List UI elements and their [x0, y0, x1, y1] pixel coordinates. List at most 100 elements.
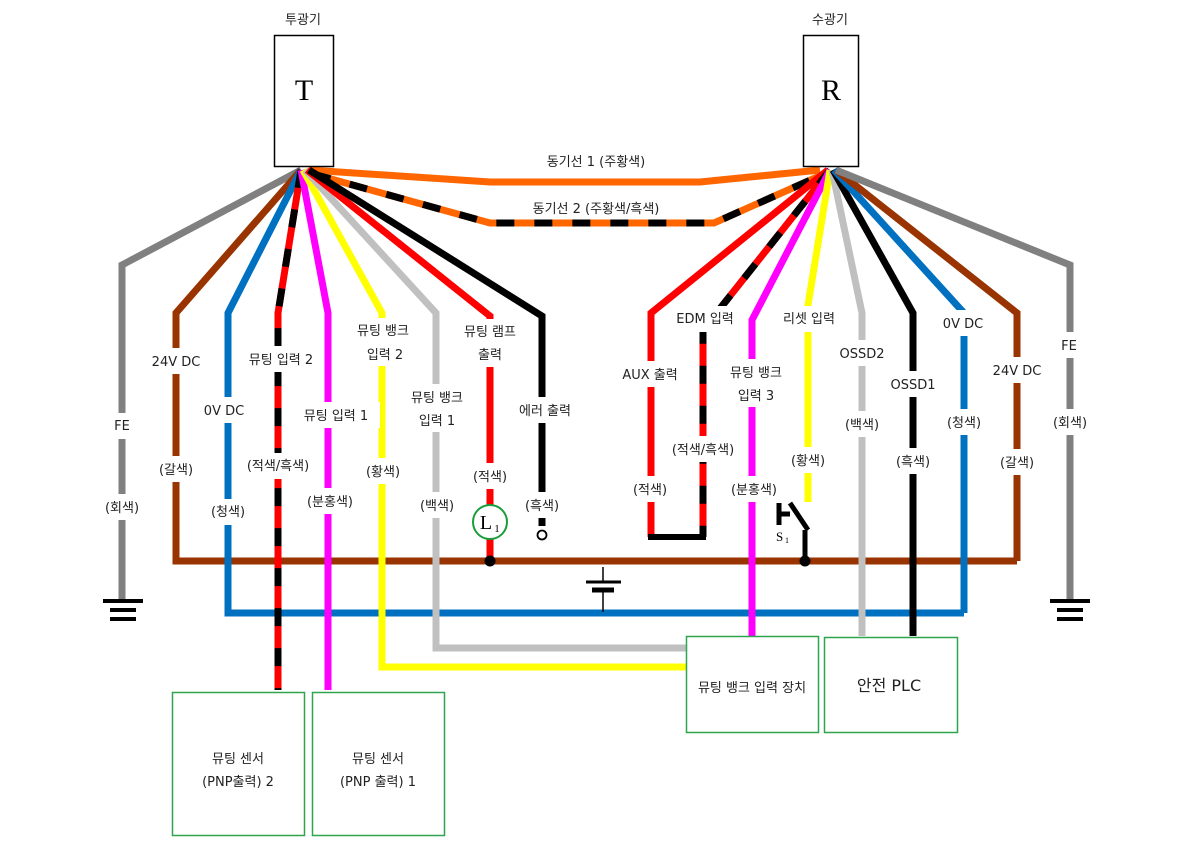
emitter-muting-input-2-wire-stripe: [274, 169, 305, 690]
label-background: [196, 397, 254, 423]
muting-sensor-2-device: 뮤팅 센서 (PNP출력) 2: [171, 691, 306, 837]
junction-dot: [484, 555, 496, 567]
emitter-24v-color: (갈색): [159, 463, 193, 478]
open-terminal-icon: [536, 529, 548, 541]
receiver-ossd1-wire: [829, 168, 917, 636]
label-background: [776, 306, 844, 332]
emitter-0v-label: 0V DC: [204, 404, 244, 419]
label-background: [720, 359, 790, 407]
receiver-fe-label: FE: [1061, 339, 1077, 354]
safety-plc-label: 안전 PLC: [857, 676, 921, 695]
label-background: [354, 458, 412, 484]
sync-line-1: [308, 166, 821, 186]
label-background: [98, 494, 146, 520]
wires-layer: [98, 150, 1098, 690]
label-background: [936, 310, 992, 336]
emitter-error-output-color: (흑색): [525, 499, 559, 514]
receiver-fe-color: (회색): [1053, 416, 1087, 431]
receiver-bank-input-3-wire: [748, 168, 834, 636]
label-background: [780, 447, 836, 473]
muting-sensor-1-line1: 뮤팅 센서: [352, 752, 404, 767]
emitter-bank-input-1-label-2: 입력 1: [419, 414, 455, 429]
label-background: [408, 492, 464, 518]
label-background: [986, 357, 1048, 383]
emitter-lamp-output-label-1: 뮤팅 램프: [464, 325, 516, 340]
switch-symbol: S: [776, 529, 783, 544]
emitter-bank-input-2-label-1: 뮤팅 뱅크: [357, 324, 409, 339]
emitter-bank-input-2-wire: [299, 168, 686, 671]
label-background: [150, 456, 202, 482]
emitter-24v-label: 24V DC: [152, 355, 201, 370]
emitter-bank-input-2-color: (황색): [366, 465, 400, 480]
label-background: [834, 411, 890, 437]
receiver-aux-output-color: (적색): [633, 483, 667, 498]
brown-24v-bus: [172, 167, 1017, 565]
lamp-symbol: L: [480, 512, 492, 534]
receiver-fe-wire: [834, 166, 1074, 600]
emitter-muting-input-2-color: (적색/흑색): [247, 459, 309, 474]
emitter-lamp-output-wire: [304, 167, 494, 506]
label-background: [884, 448, 942, 474]
label-background: [622, 476, 678, 502]
label-background: [668, 306, 740, 332]
label-background: [1052, 332, 1088, 358]
receiver-ossd1-label: OSSD1: [890, 378, 935, 393]
muting-sensor-1-line2: (PNP 출력) 1: [340, 775, 416, 790]
emitter-lamp-output-color: (적색): [473, 470, 507, 485]
label-background: [664, 436, 744, 462]
receiver-24v-label: 24V DC: [993, 364, 1042, 379]
receiver-edm-input-label: EDM 입력: [676, 312, 734, 327]
receiver-24v-wire: [833, 167, 1021, 561]
label-background: [505, 150, 695, 174]
receiver-0v-label: 0V DC: [943, 317, 983, 332]
receiver-bank-input-3-color: (분홍색): [731, 483, 777, 498]
receiver-box: [802, 34, 860, 168]
emitter-0v-color: (청색): [211, 505, 245, 520]
label-background: [300, 488, 358, 514]
sync-line-2-label: 동기선 2 (주황색/흑색): [533, 202, 660, 217]
lamp-icon: L 1: [472, 504, 508, 540]
emitter-bank-input-1-label-1: 뮤팅 뱅크: [411, 391, 463, 406]
switch-subscript: 1: [785, 536, 789, 545]
emitter-muting-input-1-wire: [297, 169, 332, 690]
label-background: [236, 453, 320, 479]
label-background: [612, 361, 690, 387]
muting-sensor-1-device: 뮤팅 센서 (PNP 출력) 1: [311, 691, 446, 837]
label-background: [1042, 409, 1098, 435]
label-background: [140, 348, 212, 374]
receiver-aux-output-wire: [647, 167, 831, 537]
lamp-subscript: 1: [494, 523, 500, 535]
emitter-muting-input-2-label: 뮤팅 입력 2: [249, 353, 313, 368]
safety-plc-device: 안전 PLC: [823, 636, 959, 734]
emitter-muting-input-1-label: 뮤팅 입력 1: [304, 409, 368, 424]
sync-line-1-label: 동기선 1 (주황색): [547, 155, 645, 170]
emitter-title: 투광기: [285, 13, 321, 28]
receiver-24v-color: (갈색): [1000, 456, 1034, 471]
emitter-fe-color: (회색): [105, 501, 139, 516]
label-background: [296, 402, 380, 428]
label-background: [720, 476, 788, 502]
label-background: [505, 196, 685, 218]
label-background: [456, 319, 524, 367]
receiver-0v-color: (청색): [947, 416, 981, 431]
receiver-title: 수광기: [812, 13, 848, 28]
muting-sensor-2-line2: (PNP출력) 2: [202, 775, 274, 790]
blue-0v-bus: [224, 168, 964, 617]
label-background: [238, 346, 324, 372]
emitter-error-output-label: 에러 출력: [519, 404, 571, 419]
receiver-reset-input-wire: [804, 169, 834, 502]
label-background: [830, 340, 894, 366]
receiver-reset-input-label: 리셋 입력: [783, 312, 835, 327]
emitter-error-output-wire: [307, 167, 546, 526]
receiver-ossd2-wire: [828, 169, 866, 636]
receiver-edm-input-color: (적색/흑색): [672, 443, 734, 458]
emitter-muting-input-1-color: (분홍색): [307, 495, 353, 510]
muting-sensor-2-line1: 뮤팅 센서: [212, 752, 264, 767]
receiver-ossd2-label: OSSD2: [839, 347, 884, 362]
labels-layer: 투광기 T 수광기 R 동기선 1 (주황색) 동기선 2 (주황색/흑색) F…: [105, 13, 1087, 837]
switch-lever: [787, 501, 811, 532]
muting-bank-input-device-label: 뮤팅 뱅크 입력 장치: [698, 681, 806, 696]
label-background: [100, 413, 144, 439]
receiver-reset-input-color: (황색): [791, 454, 825, 469]
